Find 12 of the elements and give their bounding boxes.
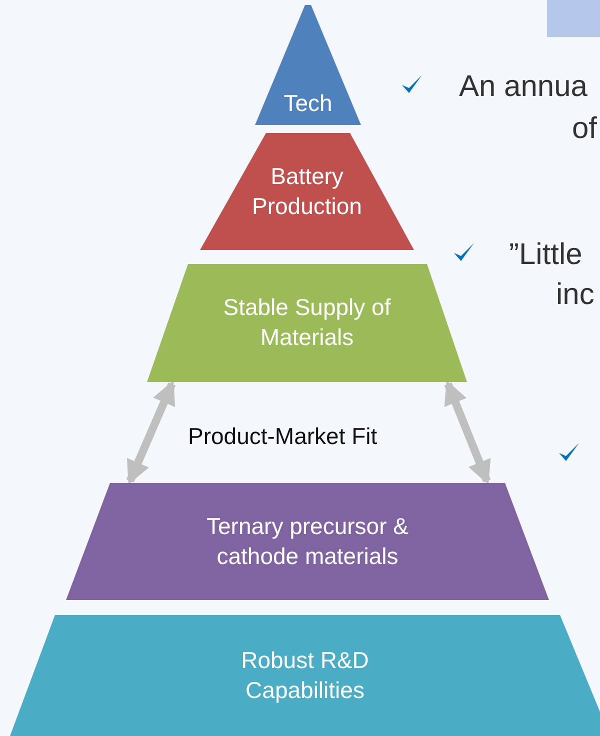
tier-label: Product-Market Fit	[188, 423, 378, 450]
pyramid-tier: Robust R&D Capabilities	[10, 615, 600, 736]
double-arrow	[126, 380, 176, 485]
pyramid-tier: Stable Supply of Materials	[147, 264, 467, 382]
bullet-text: of	[572, 112, 598, 146]
pyramid-tier: Ternary precursor & cathode materials	[66, 483, 549, 600]
double-arrow	[444, 380, 491, 485]
bullet-text: An annua	[459, 70, 588, 104]
bullet-text: ”Little	[509, 238, 582, 272]
pyramid-tier: Tech	[255, 5, 361, 125]
bullet-text: inc	[556, 278, 594, 312]
pyramid-tier: Battery Production	[200, 133, 414, 250]
